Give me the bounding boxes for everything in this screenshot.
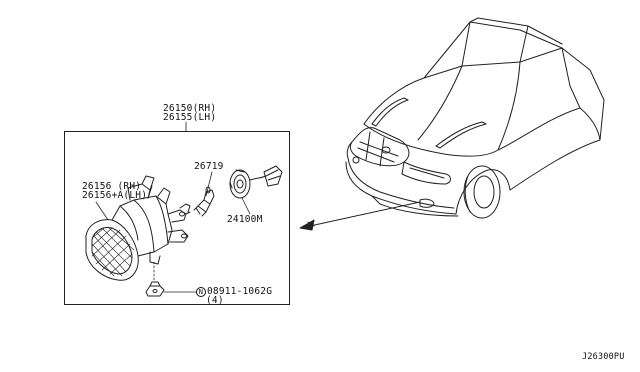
bulb (193, 186, 215, 217)
assembly-lh-label: 26155(LH) (163, 112, 217, 123)
leader-lines (95, 121, 251, 293)
assembly-rh-label: 26150(RH) (163, 103, 217, 114)
nut-symbol-letter: N (198, 288, 204, 296)
callout-arrow (299, 201, 421, 231)
nut-qty-label: (4) (206, 295, 224, 306)
car-front-view (345, 17, 605, 219)
bulb-label: 26719 (194, 161, 224, 172)
lamp-rh-label: 26156 (RH) (82, 181, 142, 192)
diagram-code: J26300PU (582, 352, 625, 362)
nut-symbol: N (196, 287, 206, 297)
parts-callout-box (64, 131, 290, 305)
socket (229, 165, 283, 199)
fog-lamp-assembly (85, 175, 191, 281)
socket-label: 24100M (227, 214, 263, 225)
nut-clip (145, 281, 165, 297)
nut-label: 08911-1062G (207, 286, 273, 297)
lamp-lh-label: 26156+A(LH) (82, 190, 148, 201)
